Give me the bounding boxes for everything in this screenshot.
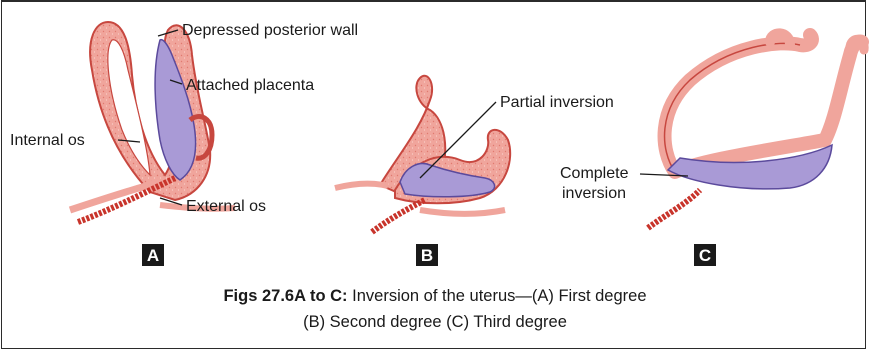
vaginal-wall-b [335, 184, 388, 188]
vessel-b [372, 200, 425, 232]
panel-letter-b: B [421, 246, 433, 265]
panel-label-c: C [694, 244, 716, 266]
caption-figure-number: Figs 27.6A to C: [223, 287, 347, 305]
panel-letter-c: C [699, 246, 711, 265]
caption-line-1: Figs 27.6A to C: Inversion of the uterus… [0, 287, 870, 306]
uterus-second-degree [335, 76, 510, 232]
label-depressed-posterior-wall: Depressed posterior wall [182, 22, 358, 39]
uterus-first-degree [70, 22, 235, 222]
label-attached-placenta: Attached placenta [186, 77, 314, 94]
vaginal-wall-a [70, 182, 160, 210]
label-partial-inversion: Partial inversion [500, 94, 614, 111]
label-external-os: External os [186, 198, 266, 215]
label-internal-os: Internal os [10, 132, 85, 149]
panel-letter-a: A [147, 246, 159, 265]
caption-title: Inversion of the uterus—(A) First degree [348, 287, 647, 305]
vaginal-wall-b2 [420, 210, 505, 214]
panel-label-b: B [416, 244, 438, 266]
label-complete-inversion-2: inversion [562, 185, 626, 202]
uterine-wall-c [665, 35, 862, 172]
vessel-c [648, 190, 700, 228]
panel-label-a: A [142, 244, 164, 266]
inversion-figure: Depressed posterior wall Attached placen… [0, 0, 870, 290]
uterus-third-degree [648, 33, 864, 228]
label-complete-inversion-1: Complete [560, 165, 629, 182]
caption-line-2: (B) Second degree (C) Third degree [0, 313, 870, 332]
